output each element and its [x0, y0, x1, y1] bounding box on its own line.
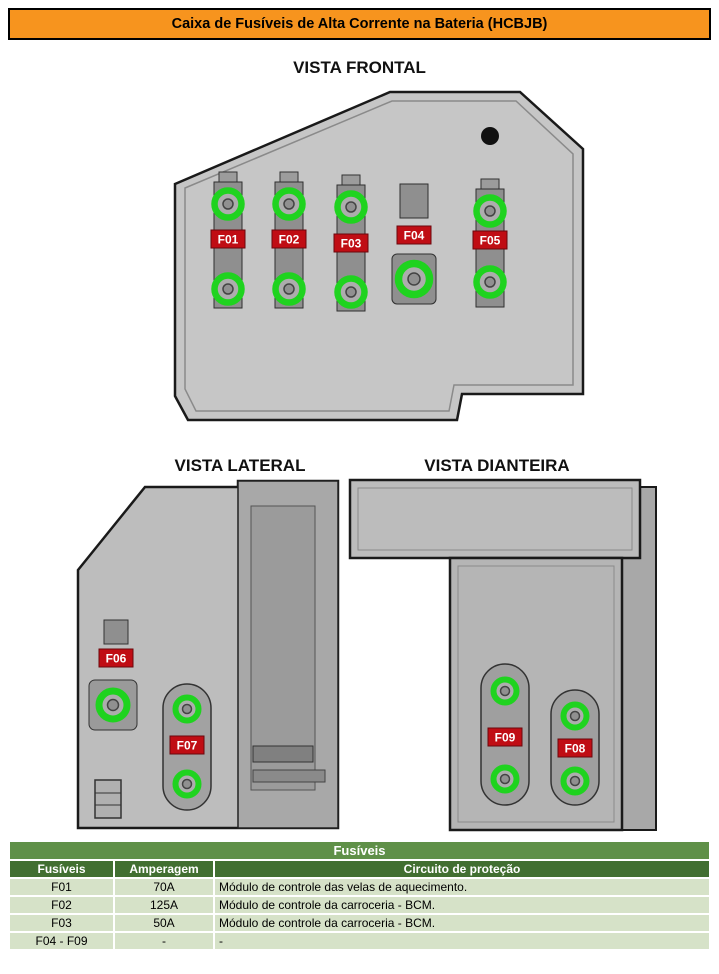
dianteira-view-diagram: F09 F08	[348, 478, 658, 838]
fuse-assembly-f02: F02	[271, 171, 307, 309]
bolt-icon	[345, 286, 357, 298]
lateral-view-diagram: F06 F07	[75, 478, 345, 838]
bolt-icon	[484, 276, 496, 288]
fuse-label-f06: F06	[106, 652, 127, 666]
fuse-label-f05: F05	[480, 234, 501, 248]
table-row: F02 125A Módulo de controle da carroceri…	[8, 895, 711, 915]
bolt-icon	[222, 198, 234, 210]
circuit-cell: -	[213, 931, 711, 951]
dianteira-view-svg: F09 F08	[348, 478, 657, 832]
lateral-bracket	[94, 779, 122, 819]
front-view-diagram: F01 F02 F03	[170, 84, 585, 439]
fuse-label-f08: F08	[565, 742, 586, 756]
table-title: Fusíveis	[8, 840, 711, 861]
col-header-amperagem: Amperagem	[113, 859, 215, 879]
fuse-label-box-f06	[98, 648, 134, 668]
fuse-assembly-f08: F08	[550, 689, 600, 806]
amp-cell: -	[113, 931, 215, 951]
fuse-assembly-f06: F06	[88, 619, 138, 731]
lateral-view-svg: F06 F07	[76, 479, 340, 830]
bolt-icon	[181, 778, 193, 790]
front-housing-inner-line	[184, 100, 574, 412]
table-title-row: Fusíveis	[8, 840, 711, 861]
bolt-icon	[499, 685, 511, 697]
fuse-label-f01: F01	[218, 233, 239, 247]
lateral-channel	[250, 505, 316, 791]
fuse-label-f03: F03	[341, 237, 362, 251]
table-row: F04 - F09 - -	[8, 931, 711, 951]
bolt-icon	[283, 198, 295, 210]
fuse-assembly-f09: F09	[480, 663, 530, 806]
bolt-icon	[106, 698, 120, 712]
fuse-label-f02: F02	[279, 233, 300, 247]
page-title: Caixa de Fusíveis de Alta Corrente na Ba…	[171, 16, 548, 32]
fuse-assembly-f01: F01	[210, 171, 246, 309]
fuse-assembly-f07: F07	[162, 683, 212, 811]
fuse-cell: F03	[8, 913, 115, 933]
fuse-cell: F04 - F09	[8, 931, 115, 951]
fuse-assembly-f03: F03	[333, 174, 369, 312]
fuse-label-box-f03	[333, 233, 369, 253]
dianteira-view-title: VISTA DIANTEIRA	[424, 456, 570, 475]
fuse-label-box-f08	[557, 738, 593, 758]
fuse-table: Fusíveis Fusíveis Amperagem Circuito de …	[8, 840, 711, 951]
mounting-hole	[481, 127, 499, 145]
bolt-icon	[569, 710, 581, 722]
table-header-row: Fusíveis Amperagem Circuito de proteção	[8, 859, 711, 879]
fuse-label-box-f02	[271, 229, 307, 249]
fuse-assembly-f04: F04	[391, 183, 437, 305]
circuit-cell: Módulo de controle das velas de aquecime…	[213, 877, 711, 897]
fuse-label-box-f05	[472, 230, 508, 250]
fuse-label-box-f09	[487, 727, 523, 747]
circuit-cell: Módulo de controle da carroceria - BCM.	[213, 895, 711, 915]
col-header-fusiveis: Fusíveis	[8, 859, 115, 879]
bolt-icon	[499, 773, 511, 785]
fuse-label-box-f01	[210, 229, 246, 249]
bolt-icon	[222, 283, 234, 295]
lateral-step-1	[252, 745, 314, 763]
bolt-icon	[181, 703, 193, 715]
bolt-icon	[407, 272, 421, 286]
lateral-view-title: VISTA LATERAL	[174, 456, 306, 475]
front-view-svg: F01 F02 F03	[173, 90, 585, 422]
table-row: F03 50A Módulo de controle da carroceria…	[8, 913, 711, 933]
table-row: F01 70A Módulo de controle das velas de …	[8, 877, 711, 897]
amp-cell: 50A	[113, 913, 215, 933]
col-header-circuito: Circuito de proteção	[213, 859, 711, 879]
bolt-icon	[484, 205, 496, 217]
dianteira-top-slab-inner	[357, 487, 633, 551]
circuit-cell: Módulo de controle da carroceria - BCM.	[213, 913, 711, 933]
page-title-banner: Caixa de Fusíveis de Alta Corrente na Ba…	[8, 8, 711, 40]
fuse-label-f04: F04	[404, 229, 425, 243]
fuse-cell: F02	[8, 895, 115, 915]
amp-cell: 70A	[113, 877, 215, 897]
amp-cell: 125A	[113, 895, 215, 915]
dianteira-top-slab	[348, 478, 642, 560]
lateral-step-2	[252, 769, 326, 783]
fuse-cell: F01	[8, 877, 115, 897]
fuse-label-box-f04	[396, 225, 432, 245]
fuse-label-f09: F09	[495, 731, 516, 745]
front-view-title: VISTA FRONTAL	[293, 58, 426, 77]
fuse-label-box-f07	[169, 735, 205, 755]
front-housing-outline	[173, 90, 585, 422]
bolt-icon	[569, 775, 581, 787]
fuse-assembly-f05: F05	[472, 178, 508, 308]
bolt-icon	[345, 201, 357, 213]
fuse-label-f07: F07	[177, 739, 198, 753]
bolt-icon	[283, 283, 295, 295]
dianteira-body-inner	[457, 565, 615, 823]
